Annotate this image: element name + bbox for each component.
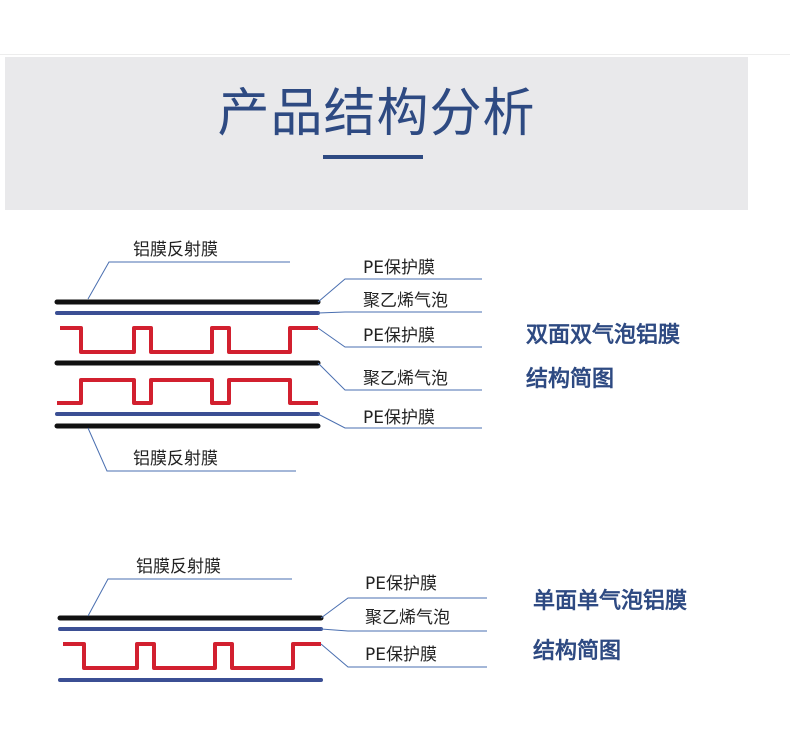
double-label-pe-2: PE保护膜 bbox=[363, 326, 435, 346]
title-underline bbox=[323, 155, 423, 159]
double-foam-layer-2 bbox=[57, 378, 318, 405]
single-label-top-reflective: 铝膜反射膜 bbox=[136, 557, 221, 577]
page-title: 产品结构分析 bbox=[217, 84, 536, 144]
single-label-pe-2: PE保护膜 bbox=[365, 645, 437, 665]
single-foam-layer bbox=[63, 642, 321, 670]
header-banner: 产品结构分析 bbox=[5, 57, 748, 210]
single-label-pe-1: PE保护膜 bbox=[365, 574, 437, 594]
single-caption-line1: 单面单气泡铝膜 bbox=[533, 589, 688, 614]
double-label-pe-foam-2: 聚乙烯气泡 bbox=[363, 369, 448, 389]
double-layer-diagram bbox=[54, 261, 482, 472]
double-foam-layer-1 bbox=[60, 326, 318, 354]
double-label-top-reflective: 铝膜反射膜 bbox=[133, 240, 218, 260]
double-label-pe-foam-1: 聚乙烯气泡 bbox=[363, 291, 448, 311]
double-label-pe-1: PE保护膜 bbox=[363, 258, 435, 278]
single-leader-lines bbox=[87, 578, 487, 668]
single-label-pe-foam: 聚乙烯气泡 bbox=[365, 608, 450, 628]
top-divider bbox=[0, 54, 790, 55]
double-caption-line1: 双面双气泡铝膜 bbox=[526, 323, 681, 348]
single-layer-diagram bbox=[57, 578, 487, 682]
double-caption-line2: 结构简图 bbox=[526, 367, 615, 392]
double-label-pe-3: PE保护膜 bbox=[363, 408, 435, 428]
single-caption-line2: 结构简图 bbox=[533, 639, 622, 664]
double-leader-lines bbox=[87, 261, 482, 472]
double-label-bottom-reflective: 铝膜反射膜 bbox=[133, 449, 218, 469]
